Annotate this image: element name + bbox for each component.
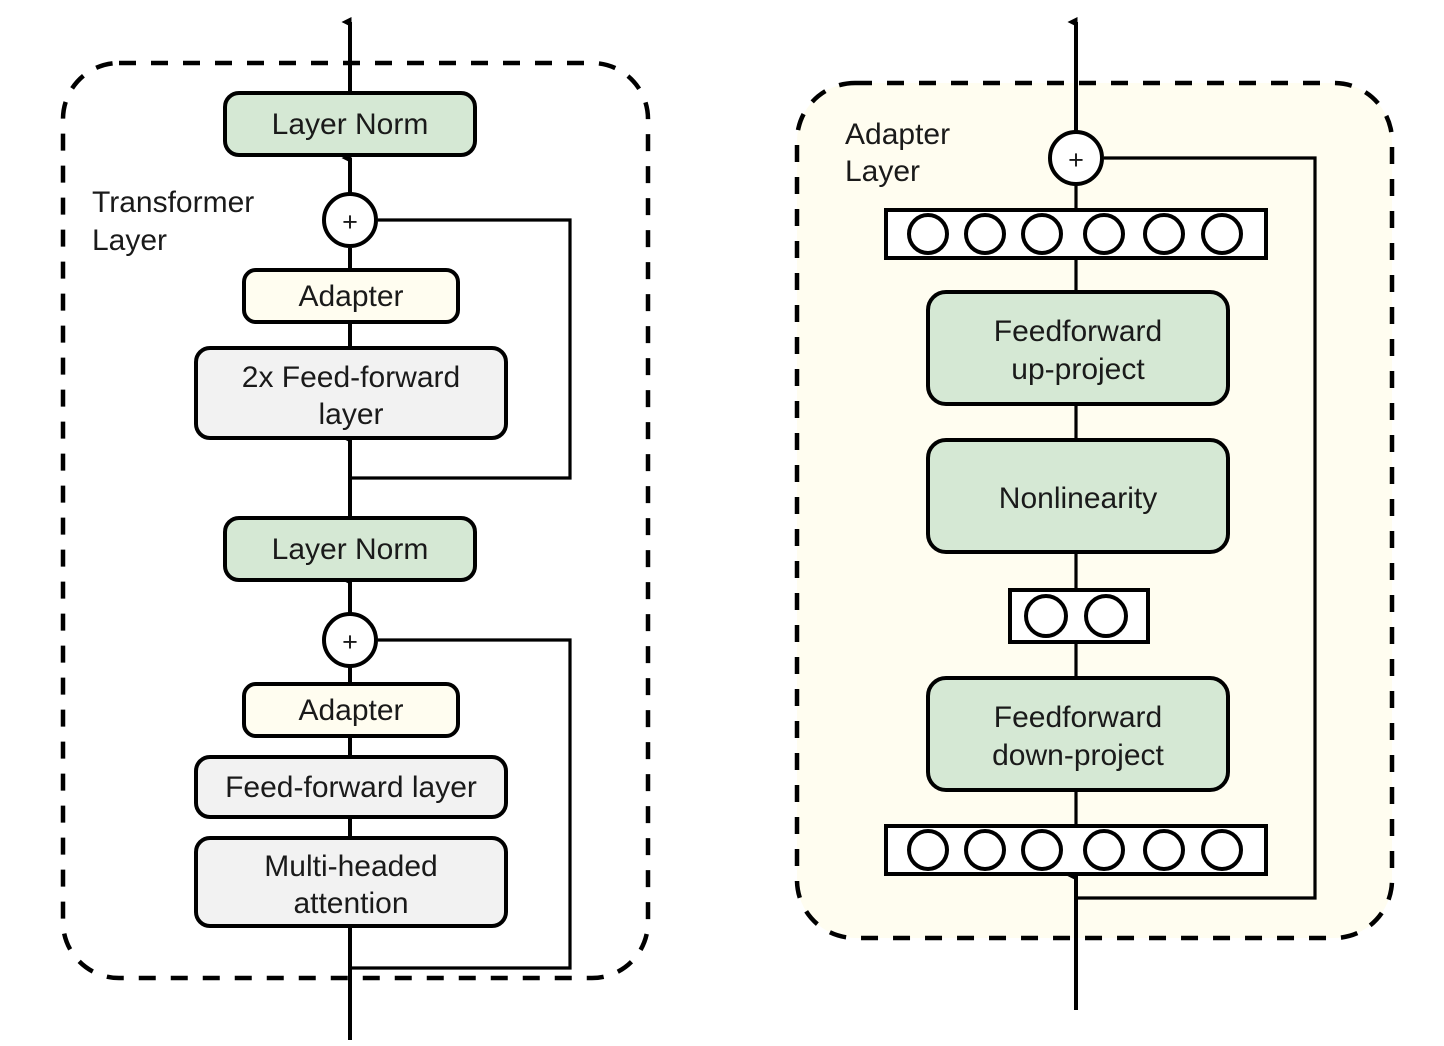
neuron-circle [1024,594,1068,638]
neuron-circle [1021,829,1063,871]
neuron-circle [907,829,949,871]
block-layer-norm-top-label: Layer Norm [272,108,429,141]
block-multi-headed-attention-shape [194,836,508,928]
transformer-layer-label-line1: Transformer [92,186,254,219]
neuron-circle [1083,213,1125,255]
adapter-layer-label-line1: Adapter [845,118,950,151]
neuron-circle [907,213,949,255]
block-layer-norm-bottom-shape [223,516,477,582]
block-layer-norm-bottom-label: Layer Norm [272,533,429,566]
left-panel-group: Transformer Layer Layer Norm [60,17,651,1040]
neuron-circle [1083,829,1125,871]
block-feed-forward-layer[interactable]: Feed-forward layer [194,755,508,819]
block-layer-norm-bottom[interactable]: Layer Norm [223,516,477,582]
block-nonlinearity-shape [926,438,1230,554]
neuron-circle [1143,213,1185,255]
neuron-circle [1201,829,1243,871]
neuron-row-input-bar [884,824,1268,876]
operator-add-bottom[interactable]: + [322,612,378,668]
transformer-layer-border [60,60,651,981]
block-nonlinearity[interactable]: Nonlinearity [926,438,1230,554]
block-adapter-bottom-label: Adapter [298,694,403,727]
neuron-circle [1021,213,1063,255]
operator-add-top[interactable]: + [322,192,378,248]
neuron-circle [964,213,1006,255]
block-adapter-top[interactable]: Adapter [242,268,460,324]
block-ff-up-project[interactable]: Feedforward up-project [926,290,1230,406]
block-ff-up-project-shape [926,290,1230,406]
operator-add-adapter-circle [1048,130,1104,186]
block-feed-forward-layer-shape [194,755,508,819]
neuron-circle [1143,829,1185,871]
block-feed-forward-2x[interactable]: 2x Feed-forward layer [194,346,508,440]
block-feed-forward-2x-label-line2: layer [318,398,383,431]
block-ff-down-project-label-line1: Feedforward [994,701,1162,734]
right-panel-group: Adapter Layer [794,17,1395,1010]
operator-add-top-symbol: + [342,207,358,237]
block-layer-norm-top-shape [223,91,477,157]
block-ff-down-project-label-line2: down-project [992,739,1164,772]
block-feed-forward-2x-label-line1: 2x Feed-forward [242,361,460,394]
block-multi-headed-attention-label-line2: attention [293,887,408,920]
block-ff-down-project[interactable]: Feedforward down-project [926,676,1230,792]
operator-add-adapter-symbol: + [1068,145,1084,175]
block-layer-norm-top[interactable]: Layer Norm [223,91,477,157]
block-ff-up-project-label-line1: Feedforward [994,315,1162,348]
residual-connection-lower [350,638,572,970]
neuron-row-bottleneck[interactable] [1008,588,1150,644]
operator-add-bottom-symbol: + [342,627,358,657]
operator-add-bottom-circle [322,612,378,668]
block-ff-up-project-label-line2: up-project [1011,353,1145,386]
neuron-circle [964,829,1006,871]
residual-connection-upper [350,218,572,480]
block-multi-headed-attention[interactable]: Multi-headed attention [194,836,508,928]
block-adapter-top-shape [242,268,460,324]
adapter-layer-label-line2: Layer [845,155,920,188]
block-adapter-bottom[interactable]: Adapter [242,682,460,738]
block-adapter-top-label: Adapter [298,280,403,313]
block-feed-forward-layer-label: Feed-forward layer [225,771,477,804]
operator-add-adapter[interactable]: + [1048,130,1104,186]
block-multi-headed-attention-label-line1: Multi-headed [264,850,437,883]
transformer-layer-label-line2: Layer [92,224,167,257]
neuron-row-input[interactable] [884,824,1268,876]
neuron-row-output[interactable] [884,208,1268,260]
neuron-circle [1084,594,1128,638]
neuron-row-output-bar [884,208,1268,260]
adapter-residual-connection [1076,156,1317,900]
neuron-circle [1201,213,1243,255]
block-nonlinearity-label: Nonlinearity [999,482,1157,515]
operator-add-top-circle [322,192,378,248]
block-feed-forward-2x-shape [194,346,508,440]
block-ff-down-project-shape [926,676,1230,792]
block-adapter-bottom-shape [242,682,460,738]
